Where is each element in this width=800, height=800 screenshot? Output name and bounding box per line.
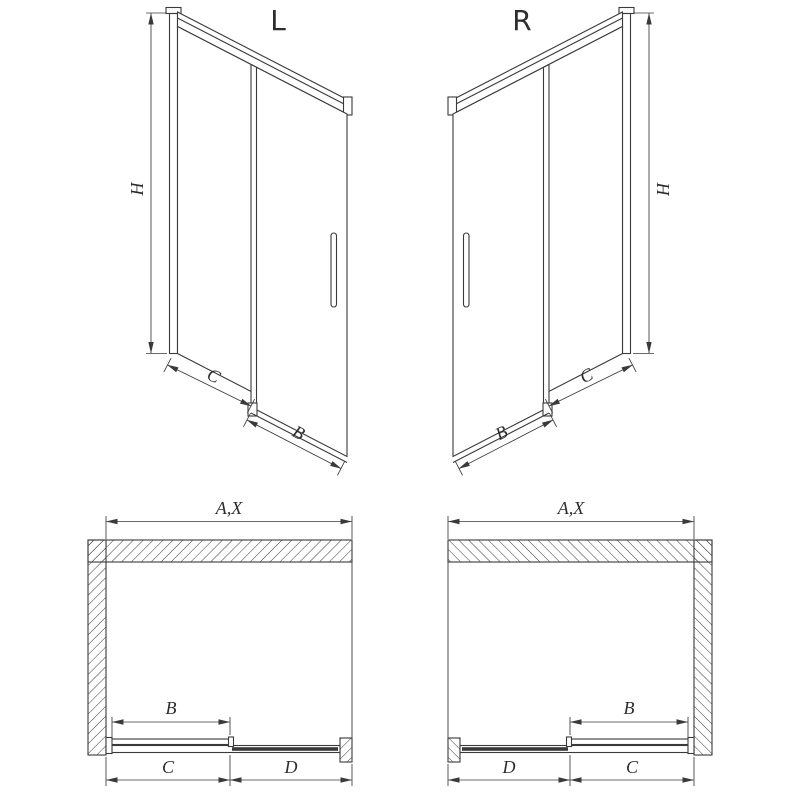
dim-label-c-plan-right: C (626, 757, 639, 777)
variant-label-right: R (512, 4, 531, 37)
dim-label-c-plan-left: C (162, 757, 175, 777)
dim-label-b-plan-right: B (624, 698, 635, 718)
dim-label-h-left: H (127, 182, 147, 197)
plan-view-left (88, 516, 352, 786)
dim-label-d-plan-left: D (284, 757, 298, 777)
dim-label-b-plan-left: B (166, 698, 177, 718)
dim-label-ax-left: A,X (215, 498, 243, 518)
iso-view-right (448, 8, 654, 476)
iso-view-left (146, 8, 352, 476)
dim-label-d-plan-right: D (502, 757, 516, 777)
dim-label-h-right: H (653, 182, 673, 197)
dim-label-ax-right: A,X (557, 498, 585, 518)
variant-label-left: L (270, 4, 286, 37)
plan-view-right (448, 516, 712, 786)
